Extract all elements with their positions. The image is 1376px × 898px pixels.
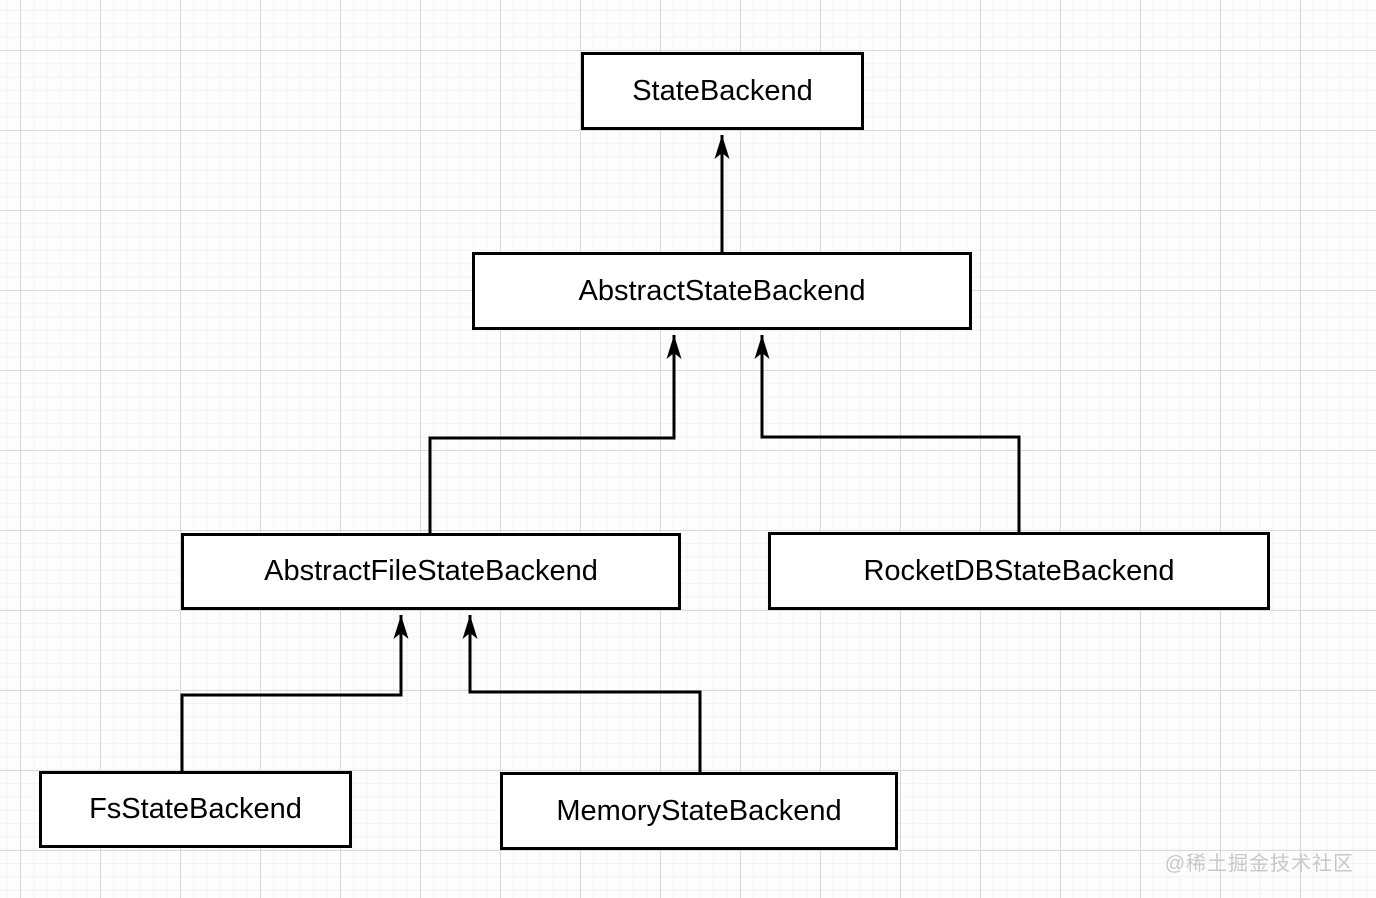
node-statebackend: StateBackend: [581, 52, 864, 130]
edge-abstractfilestatebackend-to-abstractstatebackend: [428, 335, 682, 533]
node-abstractfilestatebackend: AbstractFileStateBackend: [181, 533, 681, 610]
node-abstractstatebackend: AbstractStateBackend: [472, 252, 972, 330]
node-rocketdbstatebackend: RocketDBStateBackend: [768, 532, 1270, 610]
node-abstractstatebackend-label: AbstractStateBackend: [578, 274, 866, 307]
node-memorystatebackend: MemoryStateBackend: [500, 772, 898, 850]
watermark: @稀土掘金技术社区: [1164, 853, 1354, 875]
edge-memorystatebackend-to-abstractfilestatebackend: [462, 615, 702, 772]
node-abstractfilestatebackend-label: AbstractFileStateBackend: [264, 555, 598, 587]
node-fsstatebackend: FsStateBackend: [39, 771, 352, 848]
node-memorystatebackend-label: MemoryStateBackend: [556, 794, 842, 827]
edge-fsstatebackend-to-abstractfilestatebackend: [180, 615, 409, 771]
edge-rocketdbstatebackend-to-abstractstatebackend: [754, 335, 1021, 532]
node-statebackend-label: StateBackend: [632, 74, 813, 107]
node-fsstatebackend-label: FsStateBackend: [89, 793, 302, 825]
node-rocketdbstatebackend-label: RocketDBStateBackend: [863, 554, 1175, 587]
